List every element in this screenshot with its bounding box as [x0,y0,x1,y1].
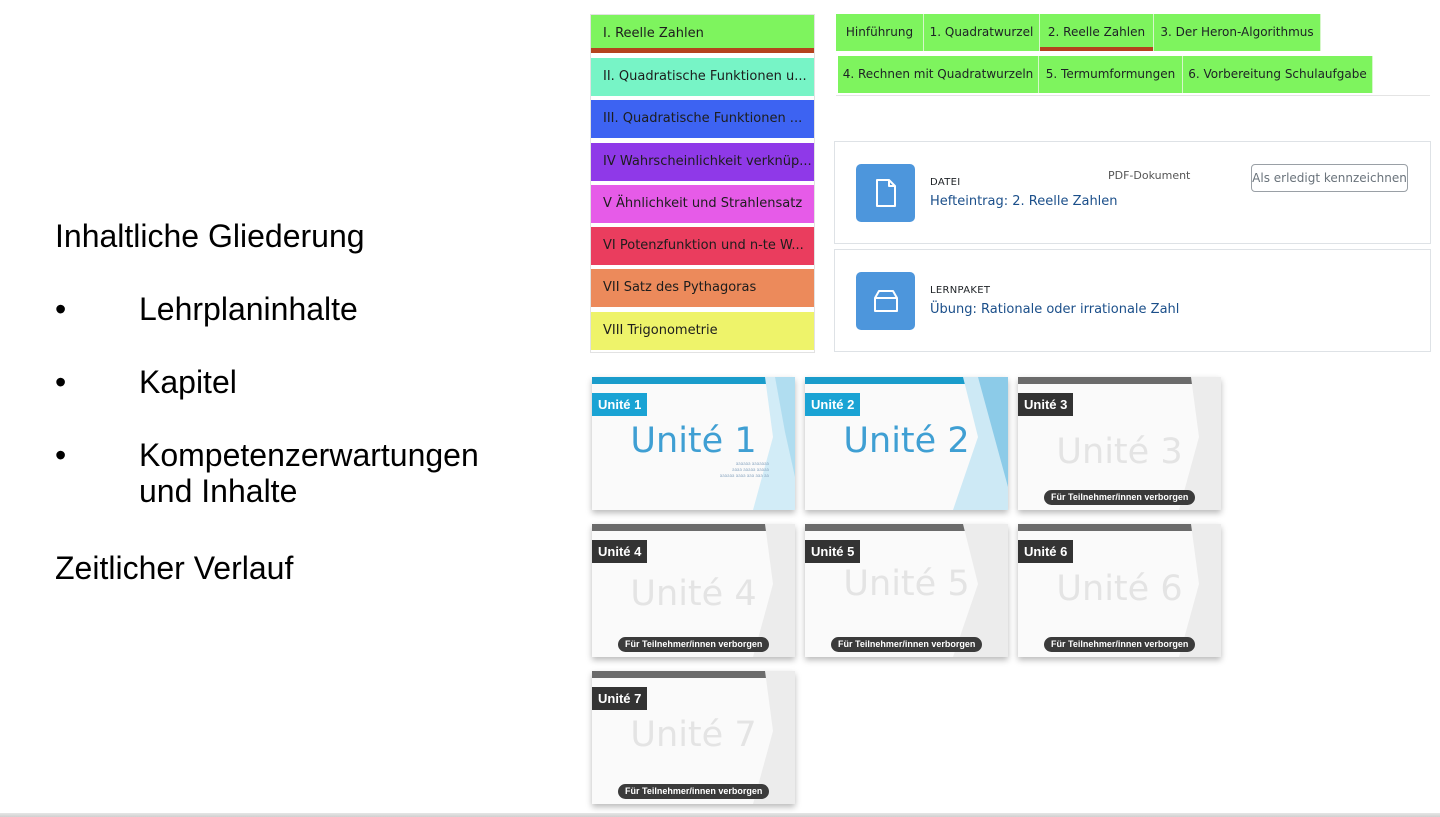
tab-termumformungen[interactable]: 5. Termumformungen [1039,56,1183,93]
chapter-label: I. Reelle Zahlen [603,26,704,41]
tab-vorbereitung-schulaufgabe[interactable]: 6. Vorbereitung Schulaufgabe [1183,56,1373,93]
chapter-label: III. Quadratische Funktionen ... [603,111,803,126]
tile-decoration [1179,524,1221,657]
chapter-item-1[interactable]: I. Reelle Zahlen [591,15,814,53]
activity-package: LERNPAKET Übung: Rationale oder irration… [834,249,1431,352]
tile-top-bar [805,524,1008,531]
unit-subtitle-lines: aaaaaa aaaaaaa aaaa aaaaa aaaaa aaaaaa a… [699,461,769,479]
unit-title: Unité 4 [630,574,757,614]
tile-decoration [753,377,795,510]
chapter-label: II. Quadratische Funktionen u... [603,69,807,84]
unit-label: Unité 6 [1018,540,1074,563]
bullet-text: Kompetenzerwartungen [139,437,479,473]
tab-rechnen-mit-quadratwurzeln[interactable]: 4. Rechnen mit Quadratwurzeln [838,56,1039,93]
hidden-badge: Für Teilnehmer/innen verborgen [1044,490,1196,505]
chapter-item-8[interactable]: VIII Trigonometrie [591,312,814,350]
bullet-text-line2: und Inhalte [139,473,298,509]
chapter-label: VI Potenzfunktion und n-te W... [603,238,804,253]
unit-title: Unité 6 [1056,569,1183,609]
tile-top-bar [592,377,795,384]
chapter-item-5[interactable]: V Ähnlichkeit und Strahlensatz [591,185,814,223]
unit-tile-3[interactable]: Unité 3 Unité 3 Für Teilnehmer/innen ver… [1018,377,1221,510]
package-icon[interactable] [856,272,915,330]
bullet-text: Lehrplaninhalte [139,291,358,327]
unit-title: Unité 3 [1056,432,1183,472]
tab-quadratwurzel[interactable]: 1. Quadratwurzel [924,14,1040,51]
unit-tile-7[interactable]: Unité 7 Unité 7 Für Teilnehmer/innen ver… [592,671,795,804]
unit-label: Unité 7 [592,687,648,710]
activity-type: DATEI [930,177,961,188]
activity-title-link[interactable]: Übung: Rationale oder irrationale Zahl [930,302,1180,317]
timeline-heading: Zeitlicher Verlauf [55,550,294,586]
activity-file: DATEI Hefteintrag: 2. Reelle Zahlen PDF-… [834,141,1431,244]
chapter-label: VIII Trigonometrie [603,323,718,338]
chapter-label: IV Wahrscheinlichkeit verknüp... [603,154,812,169]
tab-reelle-zahlen[interactable]: 2. Reelle Zahlen [1040,14,1154,51]
unit-label: Unité 4 [592,540,648,563]
file-icon[interactable] [856,164,915,222]
tile-decoration [953,377,1008,510]
subtitle-line: aaaa aaaaa aaaaa [732,467,769,472]
mark-complete-button[interactable]: Als erledigt kennzeichnen [1251,164,1408,192]
chapter-item-3[interactable]: III. Quadratische Funktionen ... [591,100,814,138]
chapter-item-2[interactable]: II. Quadratische Funktionen u... [591,58,814,96]
tile-decoration [953,524,1008,657]
chapter-list: I. Reelle Zahlen II. Quadratische Funkti… [590,14,815,353]
chapter-label: VII Satz des Pythagoras [603,280,757,295]
unit-title: Unité 7 [630,715,757,755]
section-tabs: Hinführung 1. Quadratwurzel 2. Reelle Za… [836,14,1430,96]
activity-title-link[interactable]: Hefteintrag: 2. Reelle Zahlen [930,194,1118,209]
outline-heading: Inhaltliche Gliederung [55,218,365,254]
unit-label: Unité 5 [805,540,861,563]
tile-top-bar [592,671,795,678]
activity-type: LERNPAKET [930,285,991,296]
chapter-item-6[interactable]: VI Potenzfunktion und n-te W... [591,227,814,265]
unit-tile-2[interactable]: Unité 2 Unité 2 [805,377,1008,510]
unit-tile-4[interactable]: Unité 4 Unité 4 Für Teilnehmer/innen ver… [592,524,795,657]
unit-title: Unité 1 [630,421,757,461]
activity-file-type: PDF-Dokument [1108,169,1191,182]
unit-label: Unité 2 [805,393,861,416]
unit-tile-1[interactable]: Unité 1 Unité 1 aaaaaa aaaaaaa aaaa aaaa… [592,377,795,510]
subtitle-line: aaaaaa aaaaaaa [735,461,769,466]
unit-tile-6[interactable]: Unité 6 Unité 6 Für Teilnehmer/innen ver… [1018,524,1221,657]
tile-decoration [753,524,795,657]
chapter-item-4[interactable]: IV Wahrscheinlichkeit verknüp... [591,143,814,181]
bullet-dot: • [55,291,67,327]
unit-label: Unité 1 [592,393,648,416]
tile-decoration [1179,377,1221,510]
tile-top-bar [1018,377,1221,384]
unit-title: Unité 2 [843,421,970,461]
unit-label: Unité 3 [1018,393,1074,416]
bullet-text: Kapitel [139,364,237,400]
tile-top-bar [805,377,1008,384]
bottom-divider [0,813,1440,817]
chapter-item-7[interactable]: VII Satz des Pythagoras [591,269,814,307]
hidden-badge: Für Teilnehmer/innen verborgen [1044,637,1196,652]
hidden-badge: Für Teilnehmer/innen verborgen [618,784,770,799]
bullet-dot: • [55,437,67,473]
chapter-label: V Ähnlichkeit und Strahlensatz [603,196,803,211]
bullet-dot: • [55,364,67,400]
unit-title: Unité 5 [843,564,970,604]
tab-hinfuehrung[interactable]: Hinführung [836,14,924,51]
tile-top-bar [1018,524,1221,531]
unit-tile-5[interactable]: Unité 5 Unité 5 Für Teilnehmer/innen ver… [805,524,1008,657]
hidden-badge: Für Teilnehmer/innen verborgen [618,637,770,652]
subtitle-line: aaaaaa aaaa aaa aaa aa [719,473,769,478]
tile-top-bar [592,524,795,531]
tab-heron-algorithmus[interactable]: 3. Der Heron-Algorithmus [1154,14,1321,51]
tile-decoration [753,671,795,804]
hidden-badge: Für Teilnehmer/innen verborgen [831,637,983,652]
